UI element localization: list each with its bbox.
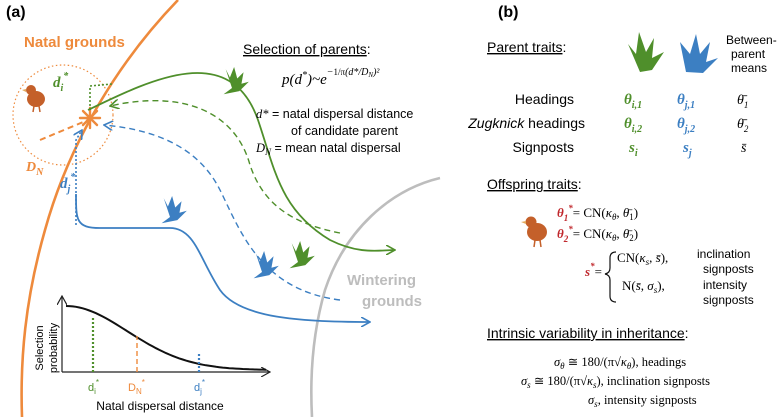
inset-chart: Selection probability di* DN* dj* Natal … [34,296,270,413]
between-means-1: Between- [726,33,777,47]
offspring-s-case2-note-2: signposts [703,293,754,307]
row-signposts-j: sj [682,140,692,159]
row-signposts-i: si [628,140,638,159]
row-zugknick-i: θi,2 [624,116,642,135]
parent-i-migration-path [87,72,395,251]
parent-i-bird-icon [628,32,664,72]
offspring-chick-icon [521,216,547,248]
blue-bird-icon [161,196,187,224]
offspring-s-case1-note-1: inclination [697,247,750,261]
parent-i-return-path [110,101,341,234]
between-means-3: means [731,61,767,75]
row-zugknick-j: θj,2 [677,116,695,135]
row-headings-j: θj,1 [677,92,695,111]
parent-traits-title: Parent traits: [487,39,566,55]
natal-grounds-label: Natal grounds [24,34,125,51]
natal-site-star-icon [78,106,102,130]
selection-formula: p(d*)~e−1/π(d*/DN)² [281,67,380,88]
offspring-theta2: θ2*= CN(κθ, θ̄2) [557,224,638,244]
inset-ylabel-2: probability [48,322,60,373]
natal-dispersal-circle [12,64,114,166]
offspring-traits-title: Offspring traits: [487,176,582,192]
row-signposts-mean: s̄ [741,141,747,156]
selection-title: Selection of parents: [243,41,371,57]
dn-label: DN [25,160,44,178]
parent-j-migration-path [75,193,370,322]
d-i-label: di* [53,71,69,94]
row-signposts-label: Signposts [513,139,574,155]
wintering-grounds-boundary [310,176,441,417]
wintering-grounds-label-1: Wintering [347,272,416,289]
panel-a-tag: (a) [6,4,26,21]
d-i-dotted-path [89,83,113,110]
inset-tick-dj: dj* [194,378,205,396]
cases-brace [604,251,617,303]
intrinsic-line-3: σs, intensity signposts [588,393,697,409]
between-means-2: parent [731,47,766,61]
parent-j-bird-icon [680,34,718,73]
selection-probability-curve [65,305,267,371]
dn-definition: DN = mean natal dispersal [255,141,401,157]
parent-j-return-path [104,125,341,301]
offspring-s-lhs: s*= [584,261,602,279]
offspring-s-case2: N(s̄, σs), [622,278,665,295]
offspring-theta1: θ1*= CN(κθ, θ̄1) [557,203,638,223]
intrinsic-line-2: σs ≅ 180/(π√κs), inclination signposts [521,374,710,390]
offspring-s-case2-note-1: intensity [703,278,747,292]
row-headings-i: θi,1 [624,92,642,111]
green-bird-icon-2 [289,241,315,269]
inset-tick-dn: DN* [128,378,145,396]
d-j-dotted-path [76,130,82,225]
row-headings-mean: θ̄1 [737,93,748,110]
intrinsic-line-1: σθ ≅ 180/(π√κθ), headings [554,355,686,371]
offspring-s-case1: CN(κs, s̄), [617,250,668,267]
row-zugknick-mean: θ̄2 [737,117,749,134]
inset-tick-di: di* [88,378,99,396]
natal-grounds-boundary [20,0,179,417]
row-zugknick-label: Zugknick headings [467,115,585,131]
d-star-definition-2: of candidate parent [291,124,399,138]
panel-b-tag: (b) [498,4,518,21]
offspring-s-case1-note-2: signposts [703,262,754,276]
chick-icon [22,85,45,113]
row-headings-label: Headings [515,91,574,107]
inset-xlabel: Natal dispersal distance [96,399,224,413]
dn-radius-line [39,119,89,141]
wintering-grounds-label-2: grounds [362,293,422,310]
d-j-label: dj* [60,172,76,195]
d-star-definition-1: d* = natal dispersal distance [256,107,413,121]
intrinsic-title: Intrinsic variability in inheritance: [487,325,689,341]
inset-ylabel-1: Selection [34,325,46,370]
